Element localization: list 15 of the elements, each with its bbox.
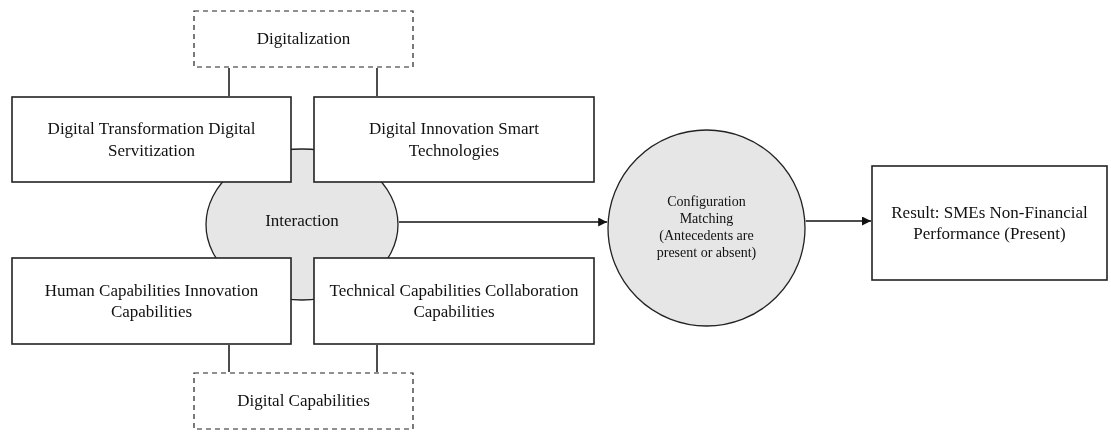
- connector-line: [228, 344, 230, 373]
- node-label: Digital Innovation Smart Technologies: [368, 118, 540, 161]
- node-label: Human Capabilities Innovation Capabilities: [43, 279, 260, 323]
- connector-line: [376, 344, 378, 373]
- node-label: Digitalization: [256, 28, 351, 50]
- node-label: Digital Transformation Digital Servitization: [46, 118, 257, 161]
- node-label: Digital Capabilities: [237, 390, 370, 412]
- arrow: [398, 217, 608, 227]
- connector-line: [376, 67, 378, 97]
- node-label: Configuration Matching (Antecedents are present or absent): [655, 194, 758, 262]
- connector-line: [228, 67, 230, 97]
- node-label: Interaction: [265, 209, 339, 232]
- node-label: Result: SMEs Non-Financial Performance (Present): [890, 201, 1089, 245]
- arrow: [805, 216, 872, 226]
- node-label: Technical Capabilities Collaboration Capabilities: [329, 279, 579, 323]
